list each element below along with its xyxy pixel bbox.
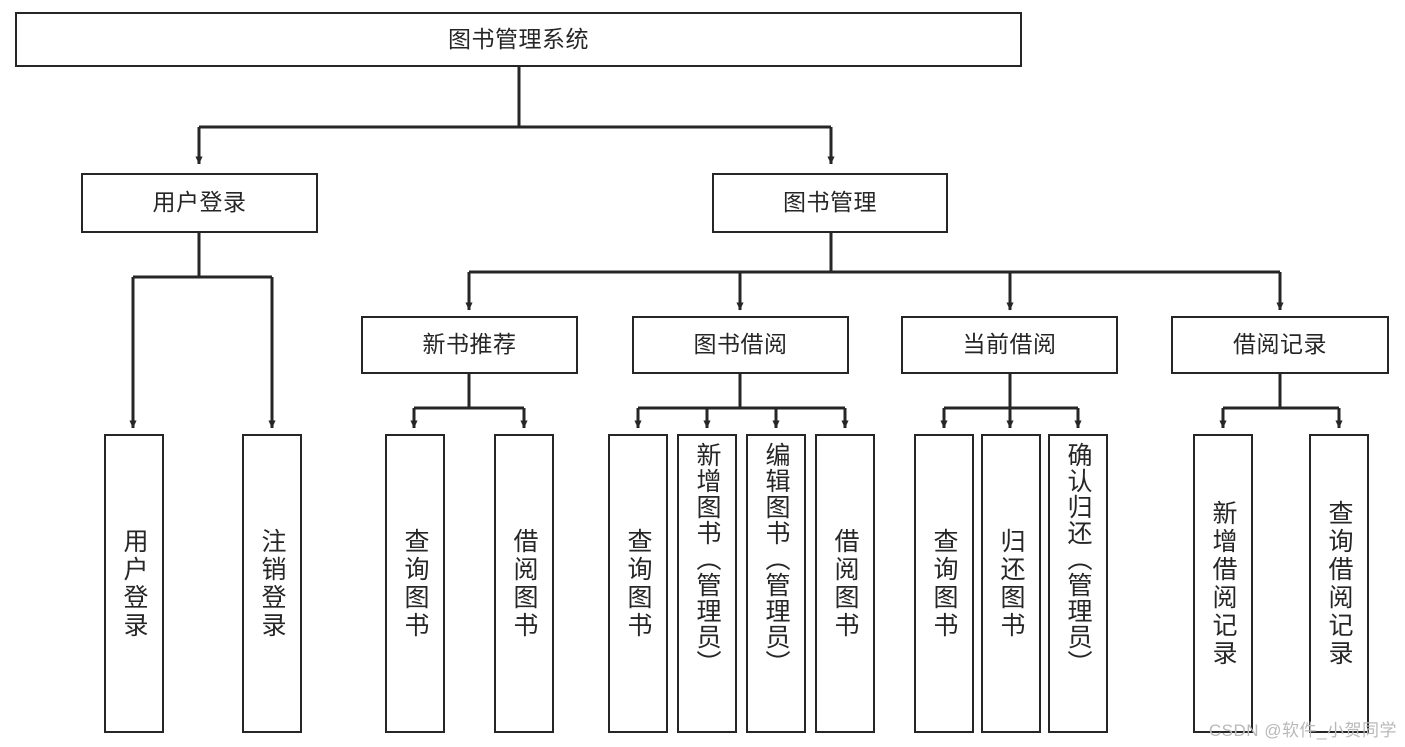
leaf-query-borrow-record[interactable]: 查询借阅记录 bbox=[1309, 434, 1369, 733]
node-label: 借阅图书 bbox=[510, 527, 538, 640]
node-label: 编辑图书（管理员） bbox=[762, 442, 790, 676]
leaf-confirm-return-admin[interactable]: 确认归还（管理员） bbox=[1048, 434, 1108, 733]
node-label: 借阅图书 bbox=[831, 527, 859, 640]
leaf-user-login[interactable]: 用户登录 bbox=[104, 434, 164, 733]
node-label: 用户登录 bbox=[120, 527, 148, 640]
node-label: 确认归还（管理员） bbox=[1064, 442, 1092, 676]
node-root-book-management-system[interactable]: 图书管理系统 bbox=[15, 12, 1022, 67]
leaf-borrow-books-borrowing[interactable]: 借阅图书 bbox=[815, 434, 875, 733]
node-label: 新书推荐 bbox=[422, 331, 517, 358]
node-label: 当前借阅 bbox=[962, 331, 1057, 358]
node-label: 新增图书（管理员） bbox=[693, 442, 721, 676]
node-label: 图书借阅 bbox=[693, 331, 788, 358]
leaf-query-books-current[interactable]: 查询图书 bbox=[914, 434, 974, 733]
node-label: 查询图书 bbox=[624, 527, 652, 640]
node-new-book-recommendation[interactable]: 新书推荐 bbox=[361, 316, 578, 374]
node-label: 借阅记录 bbox=[1233, 331, 1327, 358]
leaf-borrow-books-recommendation[interactable]: 借阅图书 bbox=[494, 434, 554, 733]
node-user-login[interactable]: 用户登录 bbox=[81, 173, 318, 233]
watermark-text: CSDN @软件_小贺同学 bbox=[1208, 721, 1397, 740]
node-book-management[interactable]: 图书管理 bbox=[712, 173, 948, 233]
node-label: 新增借阅记录 bbox=[1209, 499, 1237, 668]
node-book-borrowing[interactable]: 图书借阅 bbox=[632, 316, 849, 374]
node-current-borrowing[interactable]: 当前借阅 bbox=[901, 316, 1118, 374]
node-label: 注销登录 bbox=[258, 527, 286, 640]
node-label: 图书管理 bbox=[783, 189, 877, 216]
leaf-edit-book-admin[interactable]: 编辑图书（管理员） bbox=[746, 434, 806, 733]
node-label: 图书管理系统 bbox=[448, 25, 589, 52]
leaf-add-book-admin[interactable]: 新增图书（管理员） bbox=[677, 434, 737, 733]
leaf-query-books-borrowing[interactable]: 查询图书 bbox=[608, 434, 668, 733]
leaf-query-books-recommendation[interactable]: 查询图书 bbox=[385, 434, 445, 733]
node-label: 查询借阅记录 bbox=[1325, 499, 1353, 668]
node-label: 用户登录 bbox=[152, 189, 247, 216]
leaf-logout[interactable]: 注销登录 bbox=[242, 434, 302, 733]
node-label: 查询图书 bbox=[930, 527, 958, 640]
node-label: 查询图书 bbox=[401, 527, 429, 640]
node-label: 归还图书 bbox=[997, 527, 1025, 640]
node-borrowing-records[interactable]: 借阅记录 bbox=[1171, 316, 1389, 374]
leaf-return-books[interactable]: 归还图书 bbox=[981, 434, 1041, 733]
leaf-add-borrow-record[interactable]: 新增借阅记录 bbox=[1193, 434, 1253, 733]
